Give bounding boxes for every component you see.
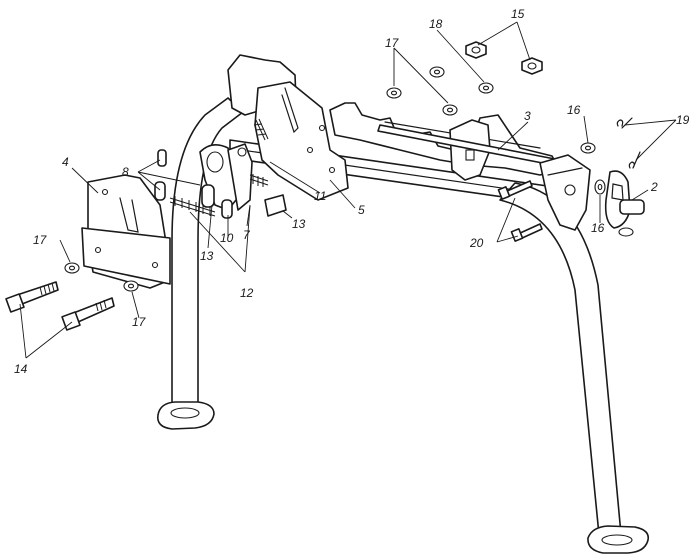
nuts-15 xyxy=(465,41,543,75)
bolts-14 xyxy=(5,281,115,331)
pivot-lever-assembly xyxy=(199,143,253,219)
callout-13-right: 13 xyxy=(292,217,306,231)
callout-19: 19 xyxy=(676,113,690,127)
callout-17-bottom: 17 xyxy=(132,315,147,329)
callout-16-top: 16 xyxy=(567,103,581,117)
callout-15: 15 xyxy=(511,7,525,21)
latch-plate xyxy=(539,154,591,231)
callout-10: 10 xyxy=(220,231,234,245)
part-2-clamp xyxy=(604,170,645,237)
cotter-pins xyxy=(616,117,641,169)
springs xyxy=(169,118,269,217)
callout-12: 12 xyxy=(240,286,254,300)
callout-11: 11 xyxy=(314,189,326,203)
callout-20: 20 xyxy=(469,236,484,250)
callout-17-left: 17 xyxy=(33,233,48,247)
callout-2: 2 xyxy=(650,180,658,194)
callout-13-left: 13 xyxy=(200,249,214,263)
pins xyxy=(154,149,287,217)
crenellated-bracket xyxy=(329,102,561,176)
callout-17-top: 17 xyxy=(385,36,400,50)
leader-lines xyxy=(19,21,677,359)
washers xyxy=(64,66,606,292)
bolts-20 xyxy=(497,180,543,242)
callout-16-bottom: 16 xyxy=(591,221,605,235)
callout-7: 7 xyxy=(243,228,251,242)
upper-bracket-assembly xyxy=(227,54,561,201)
callout-8: 8 xyxy=(122,165,129,179)
callout-4: 4 xyxy=(62,155,69,169)
callout-labels: 2 3 4 5 7 8 10 11 12 13 13 14 15 16 16 1… xyxy=(14,7,690,376)
callout-18: 18 xyxy=(429,17,443,31)
callout-14: 14 xyxy=(14,362,28,376)
part-4-mount-plate xyxy=(81,174,171,289)
callout-5: 5 xyxy=(358,203,365,217)
callout-3: 3 xyxy=(524,109,531,123)
center-bracket-plate xyxy=(254,81,349,201)
